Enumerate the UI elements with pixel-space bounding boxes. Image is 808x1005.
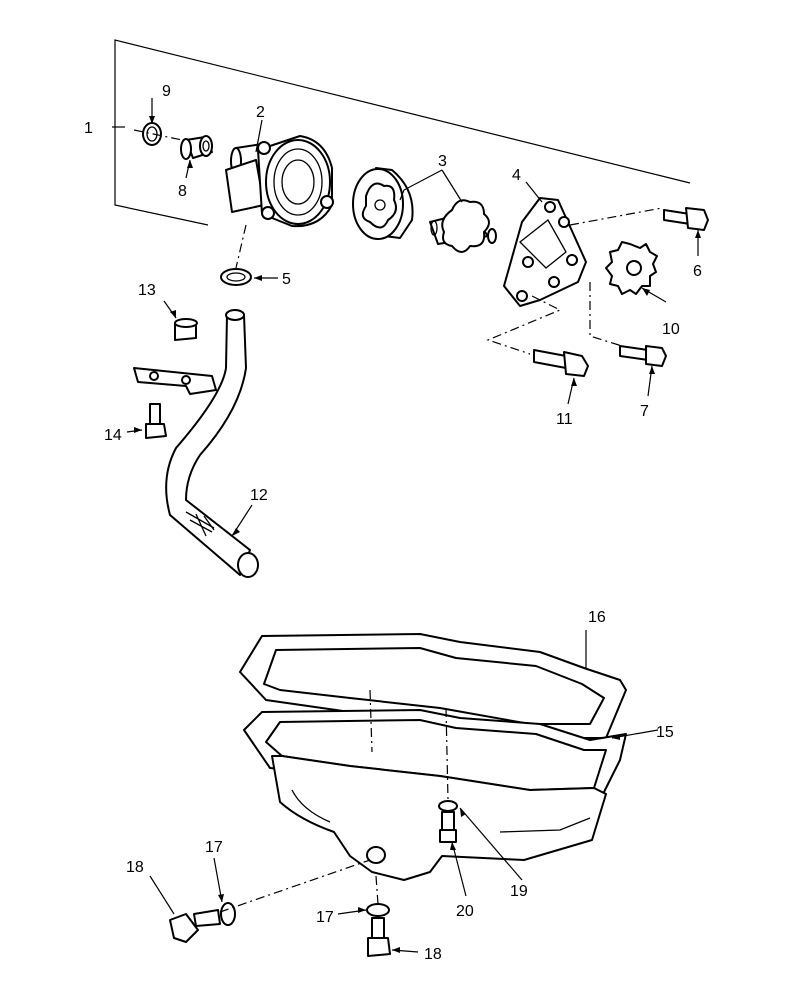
leader-arrowheads [134,116,701,953]
part-7-bolt [619,345,667,367]
part-4-cover-plate [503,197,587,307]
part-label-18-lower: 18 [424,946,442,963]
part-label-10: 10 [662,321,680,338]
part-11-bolt [533,349,589,377]
part-label-3: 3 [438,153,447,170]
part-16-gasket [239,633,627,739]
part-label-12: 12 [250,487,268,504]
alignment-lines [133,129,663,913]
part-number-labels: 1 2 3 4 5 6 7 8 9 10 11 12 13 14 15 16 1… [84,83,702,963]
part-3-inner-rotor [429,199,497,253]
part-label-2: 2 [256,104,265,121]
part-6-bolt [663,207,709,231]
oil-pan [271,755,607,881]
part-label-14: 14 [104,427,122,444]
part-label-17-lower: 17 [316,909,334,926]
part-3-outer-rotor [352,167,414,240]
part-9-o-ring [142,122,162,146]
part-20-bolt [439,811,457,843]
part-2-pump-housing [225,135,334,228]
part-14-bolt [145,403,167,439]
part-18-drain-plug-side [169,909,221,943]
part-label-5: 5 [282,271,291,288]
part-15-gasket [243,709,627,801]
part-8-bushing [180,135,213,160]
part-label-17-side: 17 [205,839,223,856]
part-5-o-ring [220,268,252,286]
part-label-8: 8 [178,183,187,200]
part-label-4: 4 [512,167,521,184]
part-label-9: 9 [162,83,171,100]
part-18-drain-plug-lower [367,917,391,957]
part-17-washer-side [220,902,236,926]
assembly-frame [112,39,691,226]
part-label-15: 15 [656,724,674,741]
part-label-6: 6 [693,263,702,280]
part-10-drive-gear [605,241,658,295]
part-19-washer [438,800,458,812]
part-label-18-side: 18 [126,859,144,876]
part-13-plug [174,318,198,341]
part-label-13: 13 [138,282,156,299]
part-label-1: 1 [84,120,93,137]
part-12-suction-tube [133,309,259,578]
part-17-washer-lower [366,903,390,917]
part-label-11: 11 [556,411,573,428]
part-label-16: 16 [588,609,606,626]
part-label-20: 20 [456,903,474,920]
part-label-19: 19 [510,883,528,900]
part-label-7: 7 [640,403,649,420]
